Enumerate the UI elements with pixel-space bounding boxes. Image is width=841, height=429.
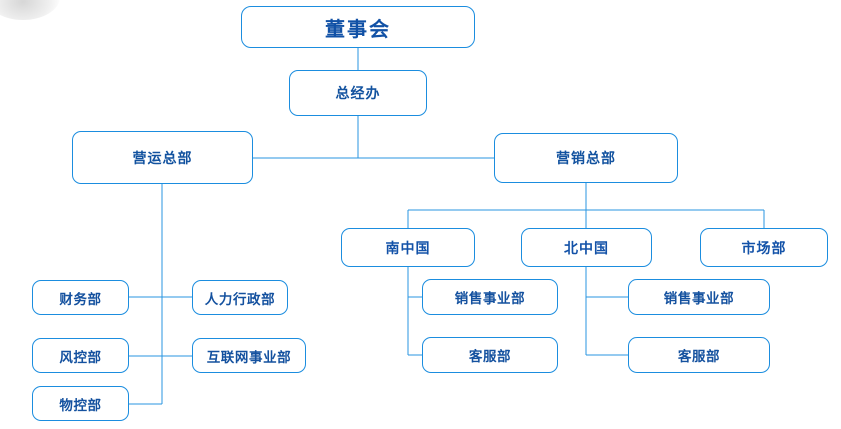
node-south-sales-division-label: 销售事业部 (454, 291, 526, 307)
node-operations-hq[interactable]: 营运总部 (72, 131, 253, 184)
node-finance-dept[interactable]: 财务部 (32, 280, 129, 315)
node-hr-admin-dept-label: 人力行政部 (204, 291, 276, 308)
node-north-sales-division-label: 销售事业部 (663, 291, 735, 307)
node-south-china[interactable]: 南中国 (341, 228, 475, 267)
node-north-customer-service[interactable]: 客服部 (628, 337, 770, 373)
node-operations-hq-label: 营运总部 (132, 150, 193, 167)
node-gm-office-label: 总经办 (335, 86, 381, 102)
node-south-sales-division[interactable]: 销售事业部 (422, 279, 558, 315)
node-market-dept-label: 市场部 (741, 240, 787, 257)
node-internet-division-label: 互联网事业部 (206, 349, 292, 366)
node-risk-control-dept-label: 风控部 (59, 349, 102, 366)
node-material-control-dept-label: 物控部 (59, 397, 102, 414)
node-hr-admin-dept[interactable]: 人力行政部 (192, 280, 288, 315)
node-north-customer-service-label: 客服部 (677, 349, 721, 365)
node-marketing-hq-label: 营销总部 (556, 151, 616, 167)
node-north-china-label: 北中国 (564, 240, 609, 257)
node-internet-division[interactable]: 互联网事业部 (192, 338, 306, 373)
node-gm-office[interactable]: 总经办 (289, 70, 427, 116)
node-board[interactable]: 董事会 (241, 6, 475, 48)
node-south-china-label: 南中国 (385, 240, 431, 257)
node-north-china[interactable]: 北中国 (521, 228, 652, 267)
node-south-customer-service-label: 客服部 (468, 349, 512, 365)
node-south-customer-service[interactable]: 客服部 (422, 337, 558, 373)
node-board-label: 董事会 (325, 16, 391, 41)
node-market-dept[interactable]: 市场部 (700, 228, 828, 267)
node-marketing-hq[interactable]: 营销总部 (494, 133, 678, 183)
node-finance-dept-label: 财务部 (59, 291, 102, 308)
node-material-control-dept[interactable]: 物控部 (32, 386, 129, 421)
corner-shadow-artifact (0, 0, 60, 20)
node-risk-control-dept[interactable]: 风控部 (32, 338, 129, 373)
node-north-sales-division[interactable]: 销售事业部 (628, 279, 770, 315)
